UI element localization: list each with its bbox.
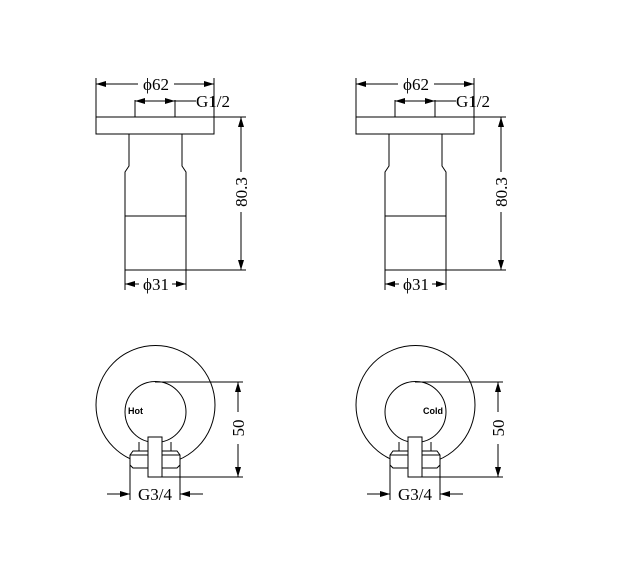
- flange-diameter-label: ϕ62: [403, 75, 429, 94]
- stem: [147, 436, 163, 478]
- outlet-thread-dimension: G3/4: [107, 465, 203, 504]
- height-dimension: 80.3: [186, 116, 251, 271]
- body-outline: [124, 134, 187, 271]
- body-outline: [384, 134, 447, 271]
- inlet-thread-dimension: G1/2: [134, 92, 230, 117]
- handle-label: Cold: [423, 406, 443, 416]
- flange-diameter-dimension: ϕ62: [355, 75, 475, 134]
- body-diameter-dimension: ϕ31: [124, 270, 187, 294]
- inlet-thread-label: G1/2: [456, 92, 490, 111]
- hot-valve-drawings: ϕ62 G1/2 80.3: [95, 75, 251, 504]
- front-view: Cold 50 G3/4: [355, 345, 508, 504]
- side-view: ϕ62 G1/2 80.3: [95, 75, 251, 294]
- flange: [355, 116, 475, 135]
- front-view: Hot 50 G3/4: [95, 345, 248, 504]
- inlet-thread-dimension: G1/2: [394, 92, 490, 117]
- outlet-thread-dimension: G3/4: [367, 465, 463, 504]
- stem: [407, 436, 423, 478]
- front-height-dimension: 50: [155, 381, 248, 478]
- body-diameter-label: ϕ31: [403, 275, 429, 294]
- flange-diameter-dimension: ϕ62: [95, 75, 215, 134]
- front-height-label: 50: [489, 420, 508, 437]
- height-dimension: 80.3: [446, 116, 511, 271]
- handle-label: Hot: [128, 406, 143, 416]
- front-height-label: 50: [229, 420, 248, 437]
- cold-valve-drawings: ϕ62 G1/2 80.3 ϕ31: [355, 75, 511, 504]
- flange: [95, 116, 215, 135]
- flange-diameter-label: ϕ62: [143, 75, 169, 94]
- height-label: 80.3: [492, 177, 511, 207]
- side-view: ϕ62 G1/2 80.3 ϕ31: [355, 75, 511, 294]
- outlet-thread-label: G3/4: [398, 485, 433, 504]
- outlet-thread-label: G3/4: [138, 485, 173, 504]
- inlet-thread-label: G1/2: [196, 92, 230, 111]
- body-diameter-label: ϕ31: [143, 275, 169, 294]
- height-label: 80.3: [232, 177, 251, 207]
- front-height-dimension: 50: [415, 381, 508, 478]
- body-diameter-dimension: ϕ31: [384, 270, 447, 294]
